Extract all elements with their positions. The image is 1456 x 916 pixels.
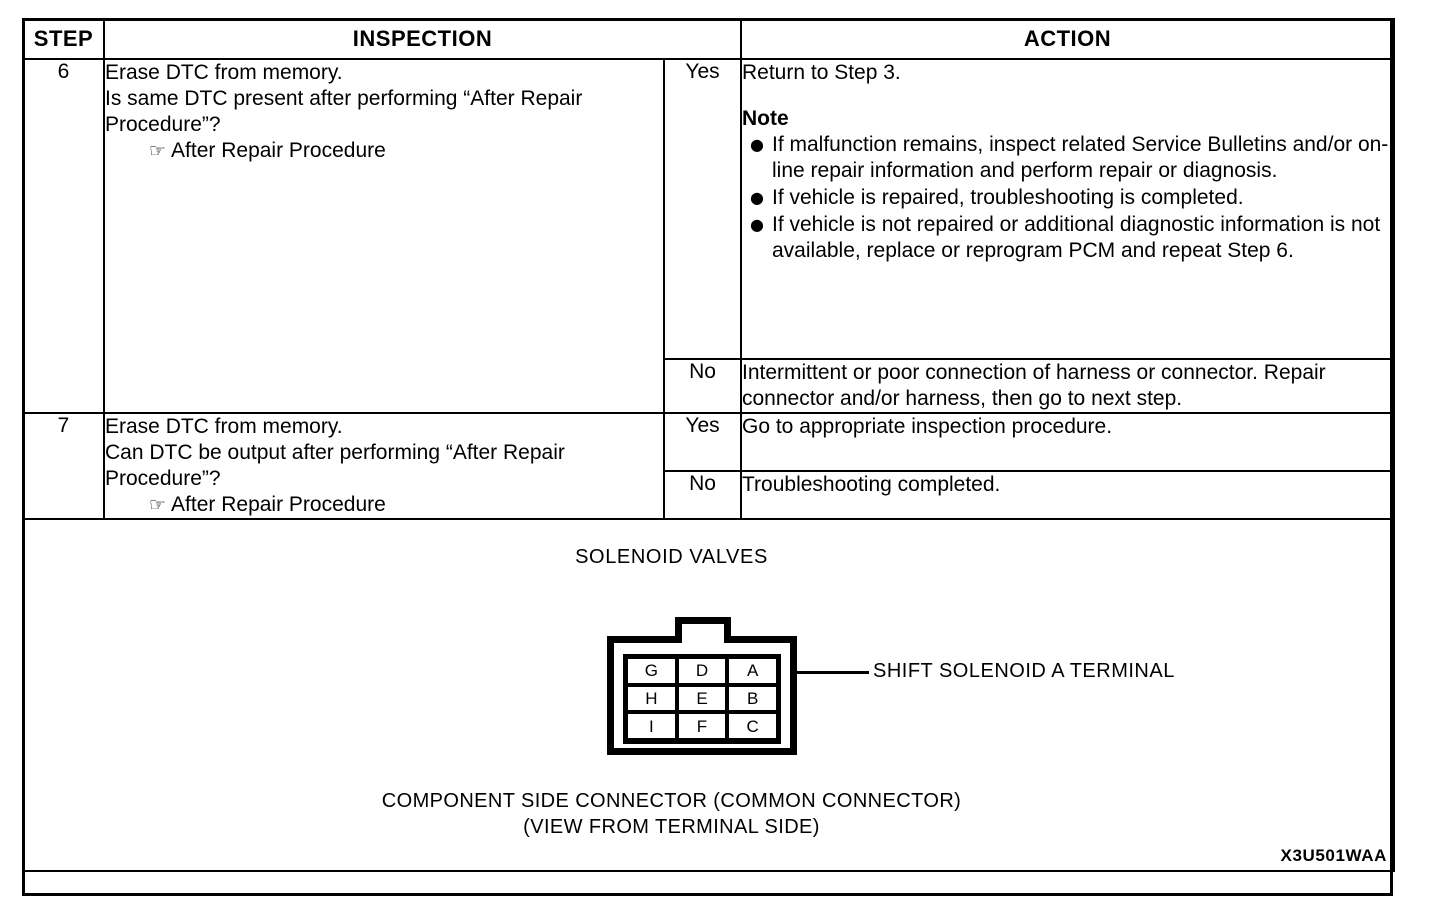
table-row: 7 Erase DTC from memory. Can DTC be outp… bbox=[22, 412, 1395, 520]
connector-keying-notch bbox=[623, 654, 643, 665]
table-outer-border bbox=[22, 18, 1393, 896]
answer-no: No bbox=[663, 358, 742, 414]
step-number: 7 bbox=[22, 412, 105, 520]
inspection-reference-label: After Repair Procedure bbox=[171, 493, 386, 516]
note-list: ● If malfunction remains, inspect related… bbox=[742, 132, 1393, 264]
terminal-cell-f: F bbox=[678, 714, 726, 738]
terminal-cell-a: A bbox=[729, 659, 776, 683]
table-row: 6 Erase DTC from memory. Is same DTC pre… bbox=[22, 58, 1395, 414]
inspection-cell: Erase DTC from memory. Can DTC be output… bbox=[103, 412, 665, 520]
answer-no: No bbox=[663, 470, 742, 520]
diagram-caption: COMPONENT SIDE CONNECTOR (COMMON CONNECT… bbox=[0, 788, 1356, 840]
pointing-hand-icon: ☞ bbox=[149, 140, 167, 162]
bullet-icon: ● bbox=[750, 188, 764, 207]
note-item: ● If vehicle is not repaired or additiona… bbox=[742, 212, 1393, 264]
note-item-text: If vehicle is not repaired or additional… bbox=[772, 213, 1381, 262]
connector-diagram: SOLENOID VALVES G D A H E B bbox=[24, 520, 1393, 870]
terminal-cell-h: H bbox=[628, 686, 675, 711]
troubleshooting-table: STEP INSPECTION ACTION 6 Erase DTC from … bbox=[22, 18, 1395, 872]
inspection-line-2: Can DTC be output after performing “Afte… bbox=[105, 441, 565, 490]
connector-diagram-cell: SOLENOID VALVES G D A H E B bbox=[22, 518, 1395, 872]
connector-tab-joint bbox=[682, 636, 724, 648]
terminal-cell-e: E bbox=[678, 686, 726, 711]
inspection-line-2: Is same DTC present after performing “Af… bbox=[105, 87, 583, 136]
bullet-icon: ● bbox=[750, 135, 764, 154]
table-row: No Troubleshooting completed. bbox=[23, 470, 1395, 520]
inspection-cell: Erase DTC from memory. Is same DTC prese… bbox=[103, 58, 665, 414]
column-header-inspection: INSPECTION bbox=[103, 18, 742, 60]
inspection-line-1: Erase DTC from memory. bbox=[105, 61, 343, 84]
action-cell: Go to appropriate inspection procedure. bbox=[740, 412, 1395, 472]
diagram-row: SOLENOID VALVES G D A H E B bbox=[22, 518, 1395, 872]
action-cell: Intermittent or poor connection of harne… bbox=[740, 358, 1395, 414]
note-item: ● If malfunction remains, inspect related… bbox=[742, 132, 1393, 184]
figure-code: X3U501WAA bbox=[1280, 846, 1387, 865]
action-lead-text: Go to appropriate inspection procedure. bbox=[742, 415, 1113, 438]
callout-label: SHIFT SOLENOID A TERMINAL bbox=[873, 660, 1175, 682]
answer-yes: Yes bbox=[663, 58, 742, 360]
bullet-icon: ● bbox=[750, 215, 764, 234]
terminal-cell-d: D bbox=[678, 659, 726, 683]
action-cell: Return to Step 3. Note ● If malfunction r… bbox=[740, 58, 1395, 360]
note-item: ● If vehicle is repaired, troubleshooting… bbox=[742, 185, 1393, 211]
terminal-cell-i: I bbox=[628, 714, 675, 738]
answer-yes: Yes bbox=[663, 412, 742, 472]
note-item-text: If malfunction remains, inspect related … bbox=[772, 133, 1389, 182]
action-lead-text: Intermittent or poor connection of harne… bbox=[742, 361, 1326, 410]
action-cell: Troubleshooting completed. bbox=[740, 470, 1395, 520]
column-header-step: STEP bbox=[22, 18, 105, 60]
action-lead-text: Return to Step 3. bbox=[742, 61, 901, 84]
inspection-line-1: Erase DTC from memory. bbox=[105, 415, 343, 438]
inspection-reference: ☞After Repair Procedure bbox=[149, 138, 663, 164]
callout-leader-line bbox=[797, 671, 869, 674]
terminal-cell-c: C bbox=[729, 714, 776, 738]
table-header-row: STEP INSPECTION ACTION bbox=[22, 18, 1395, 60]
caption-line-2: (VIEW FROM TERMINAL SIDE) bbox=[523, 816, 820, 838]
step-number: 6 bbox=[22, 58, 105, 414]
caption-line-1: COMPONENT SIDE CONNECTOR (COMMON CONNECT… bbox=[381, 790, 962, 812]
inspection-reference-label: After Repair Procedure bbox=[171, 139, 386, 162]
table-row: No Intermittent or poor connection of ha… bbox=[23, 358, 1395, 414]
diagram-title: SOLENOID VALVES bbox=[575, 546, 768, 568]
pointing-hand-icon: ☞ bbox=[149, 494, 167, 516]
note-item-text: If vehicle is repaired, troubleshooting … bbox=[772, 186, 1244, 209]
action-lead-text: Troubleshooting completed. bbox=[742, 473, 1001, 496]
inspection-reference: ☞After Repair Procedure bbox=[149, 492, 663, 518]
note-title: Note bbox=[742, 107, 789, 130]
connector-housing: G D A H E B I F C bbox=[607, 617, 797, 755]
terminal-cell-b: B bbox=[729, 686, 776, 711]
